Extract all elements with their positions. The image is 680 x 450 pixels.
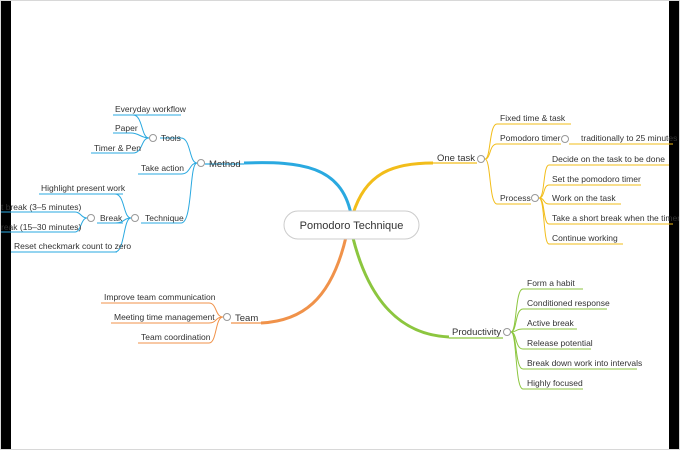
productivity-item-1-connector: [510, 288, 524, 333]
root-node-box[interactable]: [283, 210, 420, 240]
process-connector: [484, 158, 498, 205]
break-item-short[interactable]: t break (3–5 minutes): [1, 202, 81, 212]
break-collapse-icon[interactable]: [87, 214, 95, 222]
fixed-connector: [484, 123, 498, 160]
tools-label[interactable]: Tools: [161, 133, 181, 143]
everyday-connector: [132, 114, 150, 139]
take-action-connector: [180, 162, 198, 175]
method-collapse-icon[interactable]: [197, 159, 205, 167]
pomodoro-timer-connector: [484, 143, 498, 160]
productivity-item-active-break[interactable]: Active break: [527, 318, 575, 328]
pomodoro-timer-label[interactable]: Pomodoro timer: [500, 133, 561, 143]
productivity-connector: [351, 237, 450, 339]
process-item-2-connector: [538, 184, 550, 199]
process-item-decide[interactable]: Decide on the task to be done: [552, 154, 665, 164]
paper-connector: [130, 132, 150, 139]
technique-collapse-icon[interactable]: [131, 214, 139, 222]
take-action-label[interactable]: Take action: [141, 163, 184, 173]
fixed-time-task-label[interactable]: Fixed time & task: [500, 113, 566, 123]
technique-label[interactable]: Technique: [145, 213, 184, 223]
productivity-item-6-connector: [510, 331, 524, 390]
one-task-collapse-icon[interactable]: [477, 155, 485, 163]
productivity-item-intervals[interactable]: Break down work into intervals: [527, 358, 642, 368]
tools-connector: [180, 137, 198, 164]
team-item-meeting[interactable]: Meeting time management: [114, 312, 215, 322]
root-label[interactable]: Pomodoro Technique: [300, 220, 404, 232]
productivity-item-focused[interactable]: Highly focused: [527, 378, 583, 388]
process-item-short-break[interactable]: Take a short break when the timer ri: [552, 213, 680, 223]
process-item-continue[interactable]: Continue working: [552, 233, 618, 243]
break-item-long[interactable]: reak (15–30 minutes): [1, 222, 81, 232]
tools-item-timer-pen[interactable]: Timer & Pen: [94, 143, 141, 153]
team-item-communication[interactable]: Improve team communication: [104, 292, 216, 302]
team-item-coordination[interactable]: Team coordination: [141, 332, 211, 342]
one-task-connector: [351, 161, 434, 215]
process-collapse-icon[interactable]: [531, 194, 539, 202]
team-connector: [260, 236, 348, 325]
branch-productivity: Productivity Form a habit Conditioned re…: [351, 237, 642, 390]
tools-collapse-icon[interactable]: [149, 134, 157, 142]
technique-item-highlight[interactable]: Highlight present work: [41, 183, 126, 193]
team-label[interactable]: Team: [235, 313, 258, 324]
tools-item-everyday-workflow[interactable]: Everyday workflow: [115, 104, 187, 114]
process-label[interactable]: Process: [500, 193, 531, 203]
short-break-connector: [74, 211, 88, 219]
one-task-label[interactable]: One task: [437, 153, 475, 164]
long-break-connector: [74, 217, 88, 233]
right-frame-bar: [669, 1, 679, 449]
break-label[interactable]: Break: [100, 213, 123, 223]
pomodoro-timer-collapse-icon[interactable]: [561, 135, 569, 143]
branch-one-task: One task Fixed time & task Pomodoro time…: [351, 113, 680, 245]
productivity-item-conditioned[interactable]: Conditioned response: [527, 298, 610, 308]
process-item-work[interactable]: Work on the task: [552, 193, 616, 203]
tools-item-paper[interactable]: Paper: [115, 123, 138, 133]
left-frame-bar: [1, 1, 11, 449]
branch-team: Team Improve team communication Meeting …: [101, 236, 348, 344]
method-label[interactable]: Method: [209, 159, 241, 170]
reset-connector: [114, 217, 132, 253]
method-connector: [243, 161, 353, 215]
team-item-1-connector: [208, 302, 224, 318]
productivity-label[interactable]: Productivity: [452, 327, 501, 338]
technique-connector: [180, 162, 198, 224]
productivity-item-habit[interactable]: Form a habit: [527, 278, 575, 288]
team-collapse-icon[interactable]: [223, 313, 231, 321]
technique-item-reset[interactable]: Reset checkmark count to zero: [14, 241, 131, 251]
process-item-1-connector: [538, 164, 550, 199]
process-item-set-timer[interactable]: Set the pomodoro timer: [552, 174, 641, 184]
productivity-item-release[interactable]: Release potential: [527, 338, 593, 348]
root-node[interactable]: Pomodoro Technique: [283, 210, 420, 240]
team-item-3-connector: [208, 316, 224, 344]
productivity-collapse-icon[interactable]: [503, 328, 511, 336]
productivity-item-2-connector: [510, 308, 524, 333]
timer-pen-connector: [132, 137, 150, 154]
highlight-connector: [114, 193, 132, 219]
pomodoro-timer-detail[interactable]: traditionally to 25 minutes: [581, 133, 677, 143]
branch-method: Method Tools Everyday workflow Paper Tim…: [1, 104, 353, 253]
process-item-5-connector: [538, 197, 550, 245]
